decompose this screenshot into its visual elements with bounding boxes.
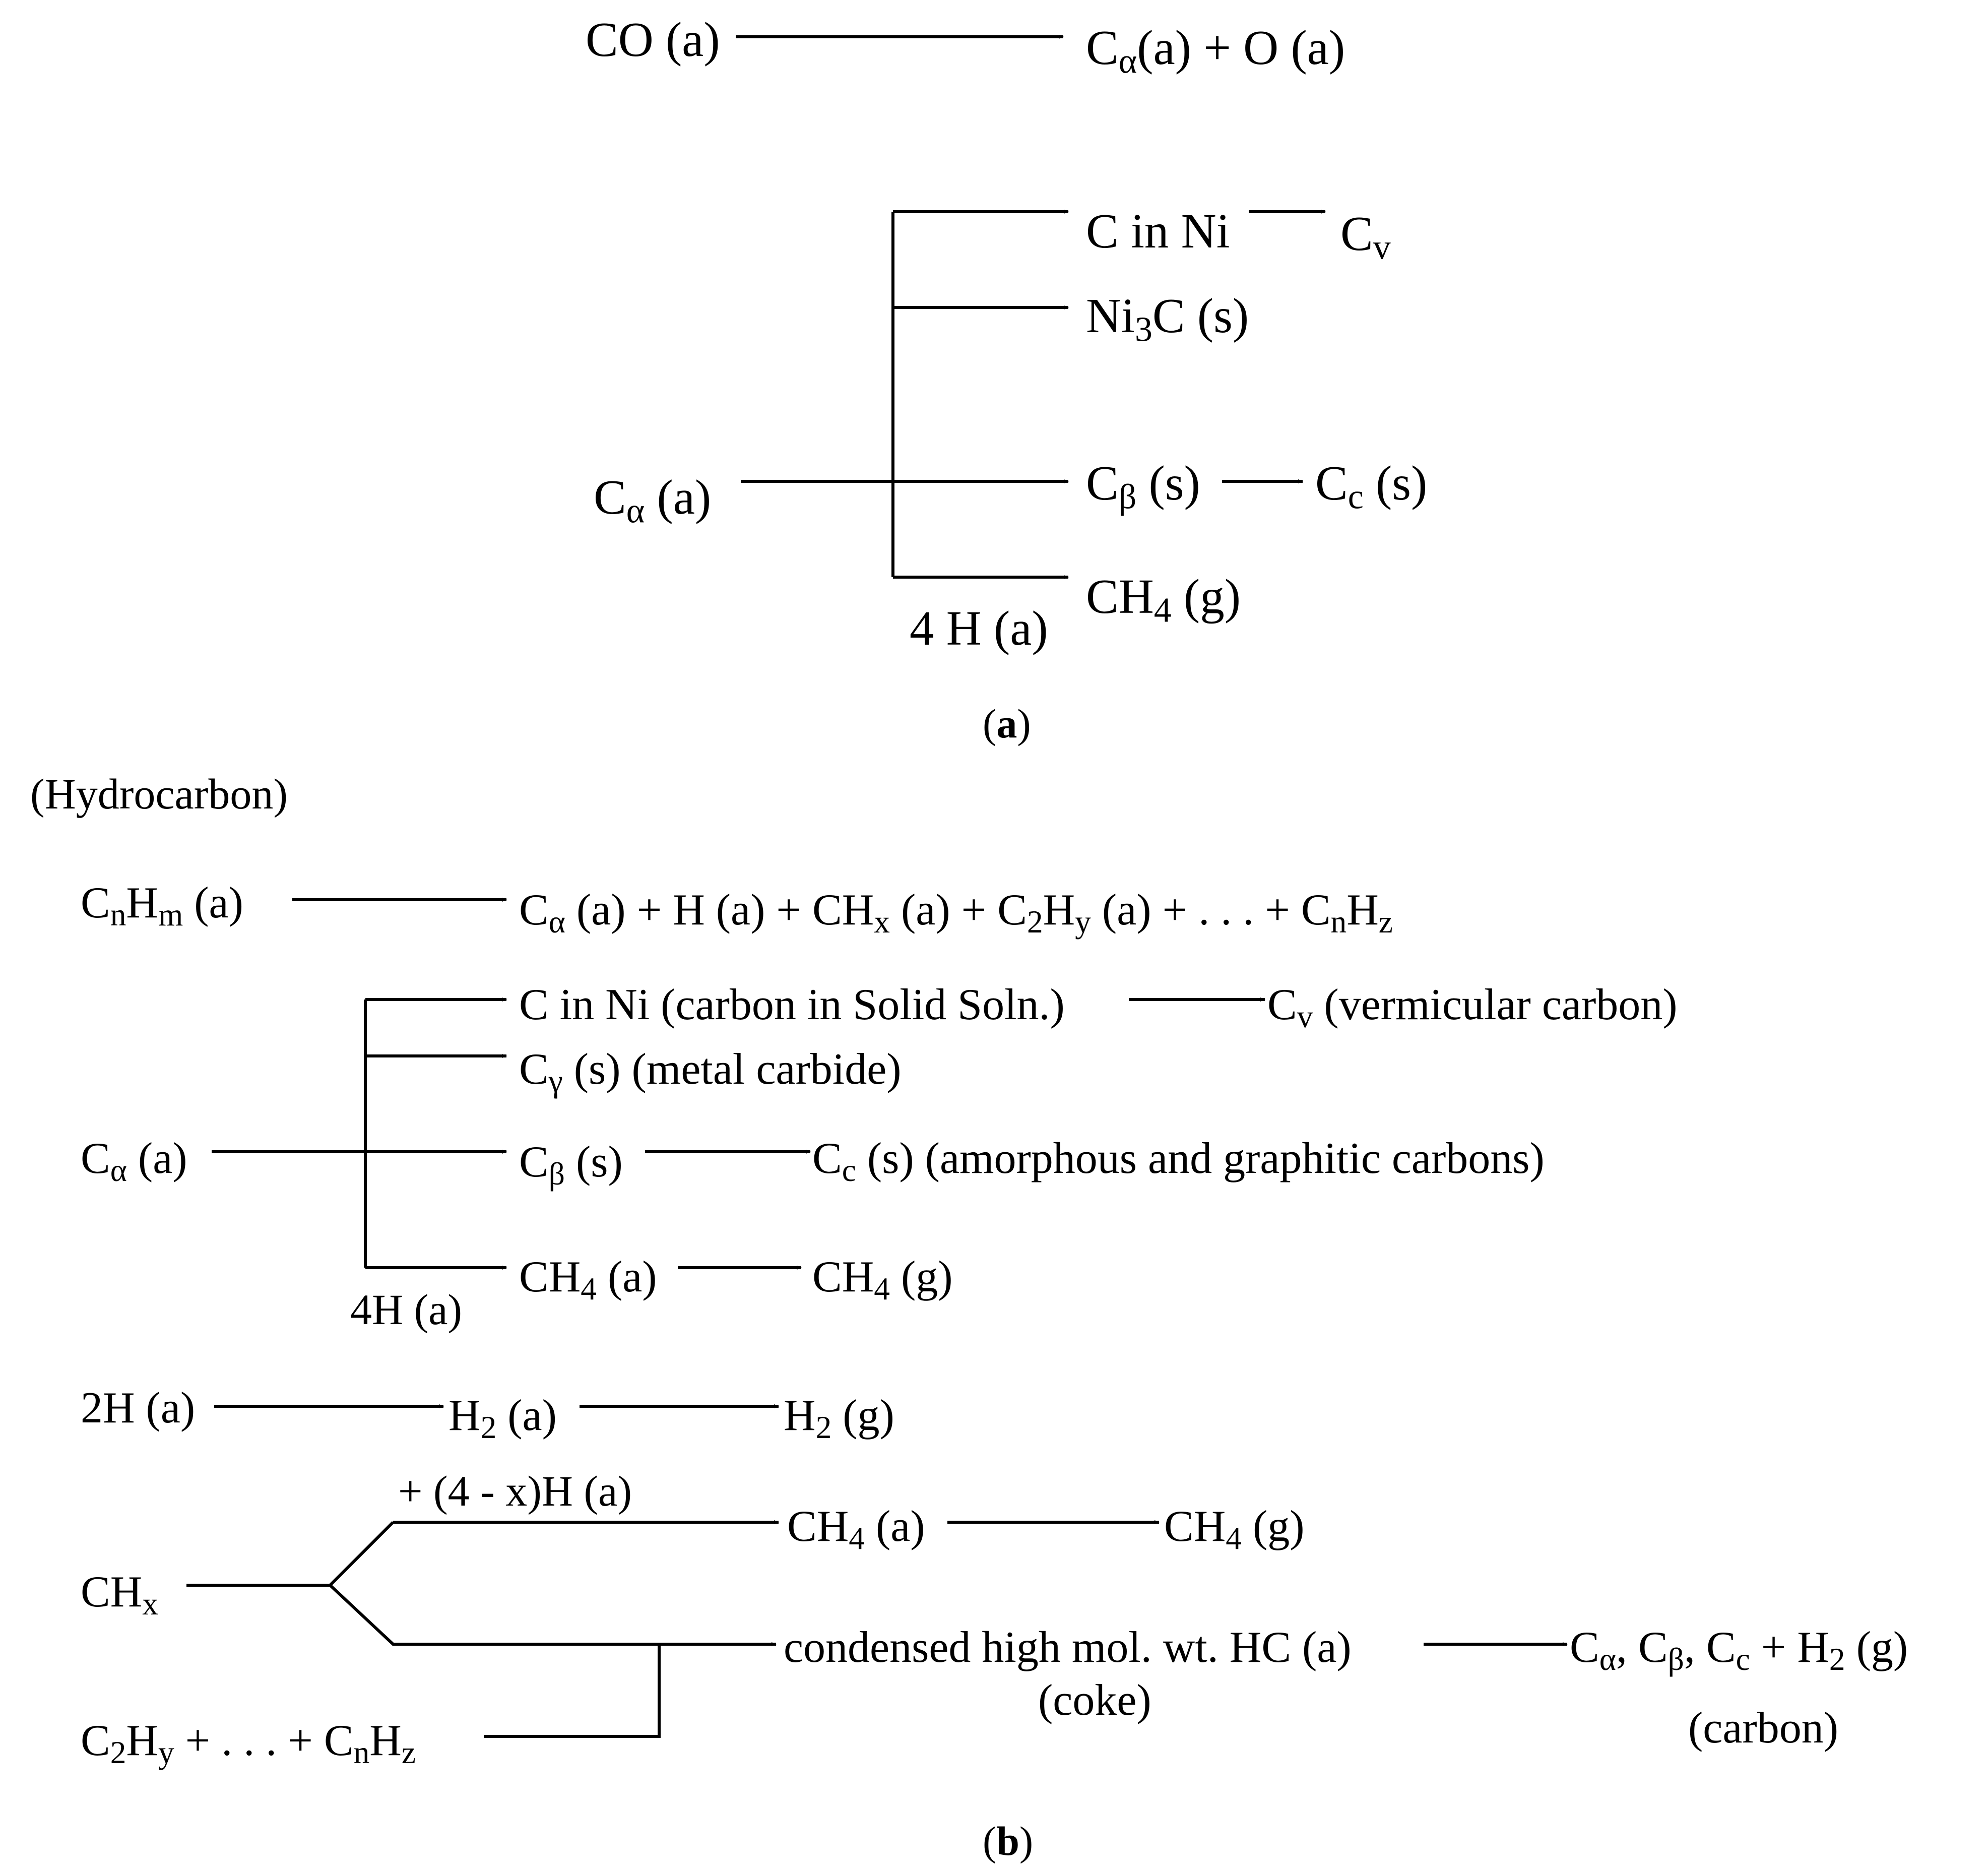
carbon-products: Cα, Cβ, Cc + H2 (g) <box>1570 1623 1908 1677</box>
caption-b: (b) <box>983 1818 1034 1864</box>
ni3c-a: Ni3C (s) <box>1086 289 1249 349</box>
ch4a-b: CH4 (a) <box>519 1253 657 1306</box>
cnhm-products: Cα (a) + H (a) + CHx (a) + C2Hy (a) + . … <box>519 886 1393 940</box>
c-in-ni-a: C in Ni <box>1086 204 1230 258</box>
condensed-hc: condensed high mol. wt. HC (a) <box>784 1623 1352 1672</box>
ch4g-b: CH4 (g) <box>812 1253 953 1306</box>
cnhm: CnHm (a) <box>81 879 243 932</box>
caption-a: (a) <box>983 701 1031 746</box>
cc-a: Cc (s) <box>1315 456 1428 517</box>
h2g: H2 (g) <box>784 1391 894 1445</box>
chx: CHx <box>81 1568 158 1622</box>
cc-b: Cc (s) (amorphous and graphitic carbons) <box>812 1134 1545 1188</box>
hydrogen-label-b: 4H (a) <box>350 1285 463 1334</box>
cbeta-a: Cβ (s) <box>1086 456 1200 517</box>
cv-b: Cv (vermicular carbon) <box>1267 980 1678 1034</box>
section-label-hydrocarbon: (Hydrocarbon) <box>30 770 288 818</box>
line-c2hy-join <box>484 1644 661 1738</box>
chx-ch4a: CH4 (a) <box>787 1502 925 1556</box>
line-chx-fork <box>186 1521 395 1587</box>
carbon-label: (carbon) <box>1688 1704 1839 1753</box>
ch4-a: CH4 (g) <box>1086 570 1241 630</box>
coke-label: (coke) <box>1038 1676 1151 1725</box>
cbeta-b: Cβ (s) <box>519 1138 623 1192</box>
co-product: Cα(a) + O (a) <box>1086 21 1345 81</box>
chx-ch4g: CH4 (g) <box>1164 1502 1305 1556</box>
hydrogen-label-a: 4 H (a) <box>910 601 1048 655</box>
calpha-source-a: Cα (a) <box>594 470 712 531</box>
co-reactant: CO (a) <box>586 13 720 67</box>
line-chx-lower <box>329 1584 777 1646</box>
cv-a: Cv <box>1340 207 1391 267</box>
h2-source: 2H (a) <box>81 1384 196 1432</box>
h2a: H2 (a) <box>448 1391 557 1445</box>
cgamma-b: Cγ (s) (metal carbide) <box>519 1045 902 1099</box>
c-in-ni-b: C in Ni (carbon in Solid Soln.) <box>519 980 1065 1029</box>
calpha-source-b: Cα (a) <box>81 1134 187 1188</box>
c2hy-sum: C2Hy + . . . + CnHz <box>81 1716 416 1770</box>
chx-hydrogen-label: + (4 - x)H (a) <box>398 1467 632 1515</box>
